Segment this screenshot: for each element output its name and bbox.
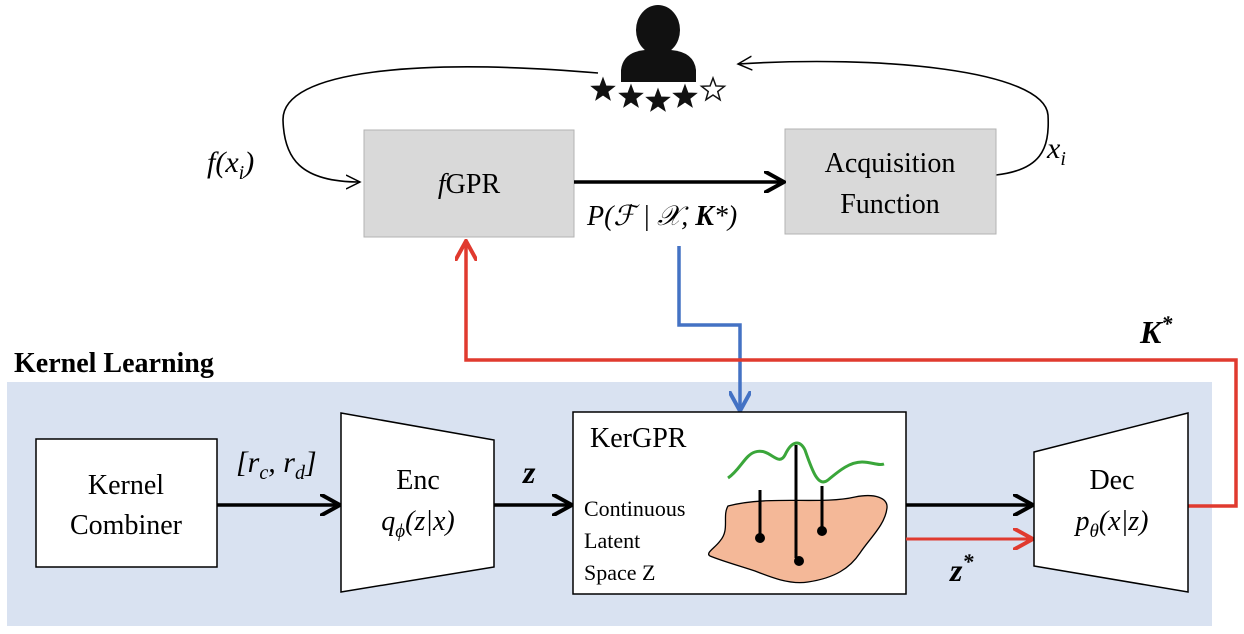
kernel-combiner-box: [35, 438, 218, 568]
kernel-ratio-label: [rc, rd]: [236, 446, 317, 484]
decoder-title: Dec: [1089, 465, 1134, 496]
query-point-label: xi: [1046, 132, 1066, 170]
encoder-block: [340, 412, 495, 593]
user-icon: [621, 5, 696, 82]
kernel-combiner-label-line2: Combiner: [70, 510, 183, 541]
kergpr-description-line3: Space Z: [584, 560, 655, 585]
optimal-kernel-label: K*: [1139, 311, 1173, 350]
filled-star-icon: [672, 83, 698, 108]
star-rating: [590, 75, 727, 112]
kernel-combiner-label-line1: Kernel: [88, 470, 164, 501]
latent-space-illustration: [708, 441, 888, 584]
acquisition-function-label-line1: Acquisition: [825, 148, 956, 179]
feedback-value-label: f(xi): [207, 146, 254, 184]
filled-star-icon: [590, 76, 616, 101]
latent-sample-point-1: [755, 533, 765, 543]
encoder-formula: qϕ(z|x): [381, 506, 455, 542]
empty-star-icon: [699, 75, 727, 102]
posterior-label: P(ℱ | 𝒳, K*): [586, 201, 737, 232]
optimal-latent-label: z*: [949, 549, 974, 588]
latent-surface: [708, 494, 888, 584]
filled-star-icon: [645, 87, 671, 112]
fgpr-label: fGPR: [438, 169, 501, 200]
kergpr-description-line1: Continuous: [584, 496, 685, 521]
feedback-loop-arc-left: [282, 66, 599, 182]
feedback-loop-arc-right: [738, 62, 1050, 176]
gp-posterior-curve: [727, 441, 885, 484]
posterior-to-kergpr-arrow: [677, 246, 740, 409]
optimal-kernel-arrow: [466, 243, 1238, 508]
acquisition-function-label-line2: Function: [840, 189, 940, 220]
decoder-formula: pθ(x|z): [1073, 506, 1148, 542]
encoder-title: Enc: [396, 465, 440, 496]
latent-sample-point-3: [817, 526, 827, 536]
kernel-learning-title: Kernel Learning: [14, 348, 214, 379]
decoder-block: [1033, 412, 1189, 593]
latent-z-label: z: [522, 454, 536, 490]
kergpr-title: KerGPR: [590, 423, 687, 454]
kergpr-description-line2: Latent: [584, 528, 640, 553]
filled-star-icon: [618, 83, 644, 108]
fgpr-box: [363, 129, 575, 238]
latent-sample-point-2: [794, 556, 804, 566]
